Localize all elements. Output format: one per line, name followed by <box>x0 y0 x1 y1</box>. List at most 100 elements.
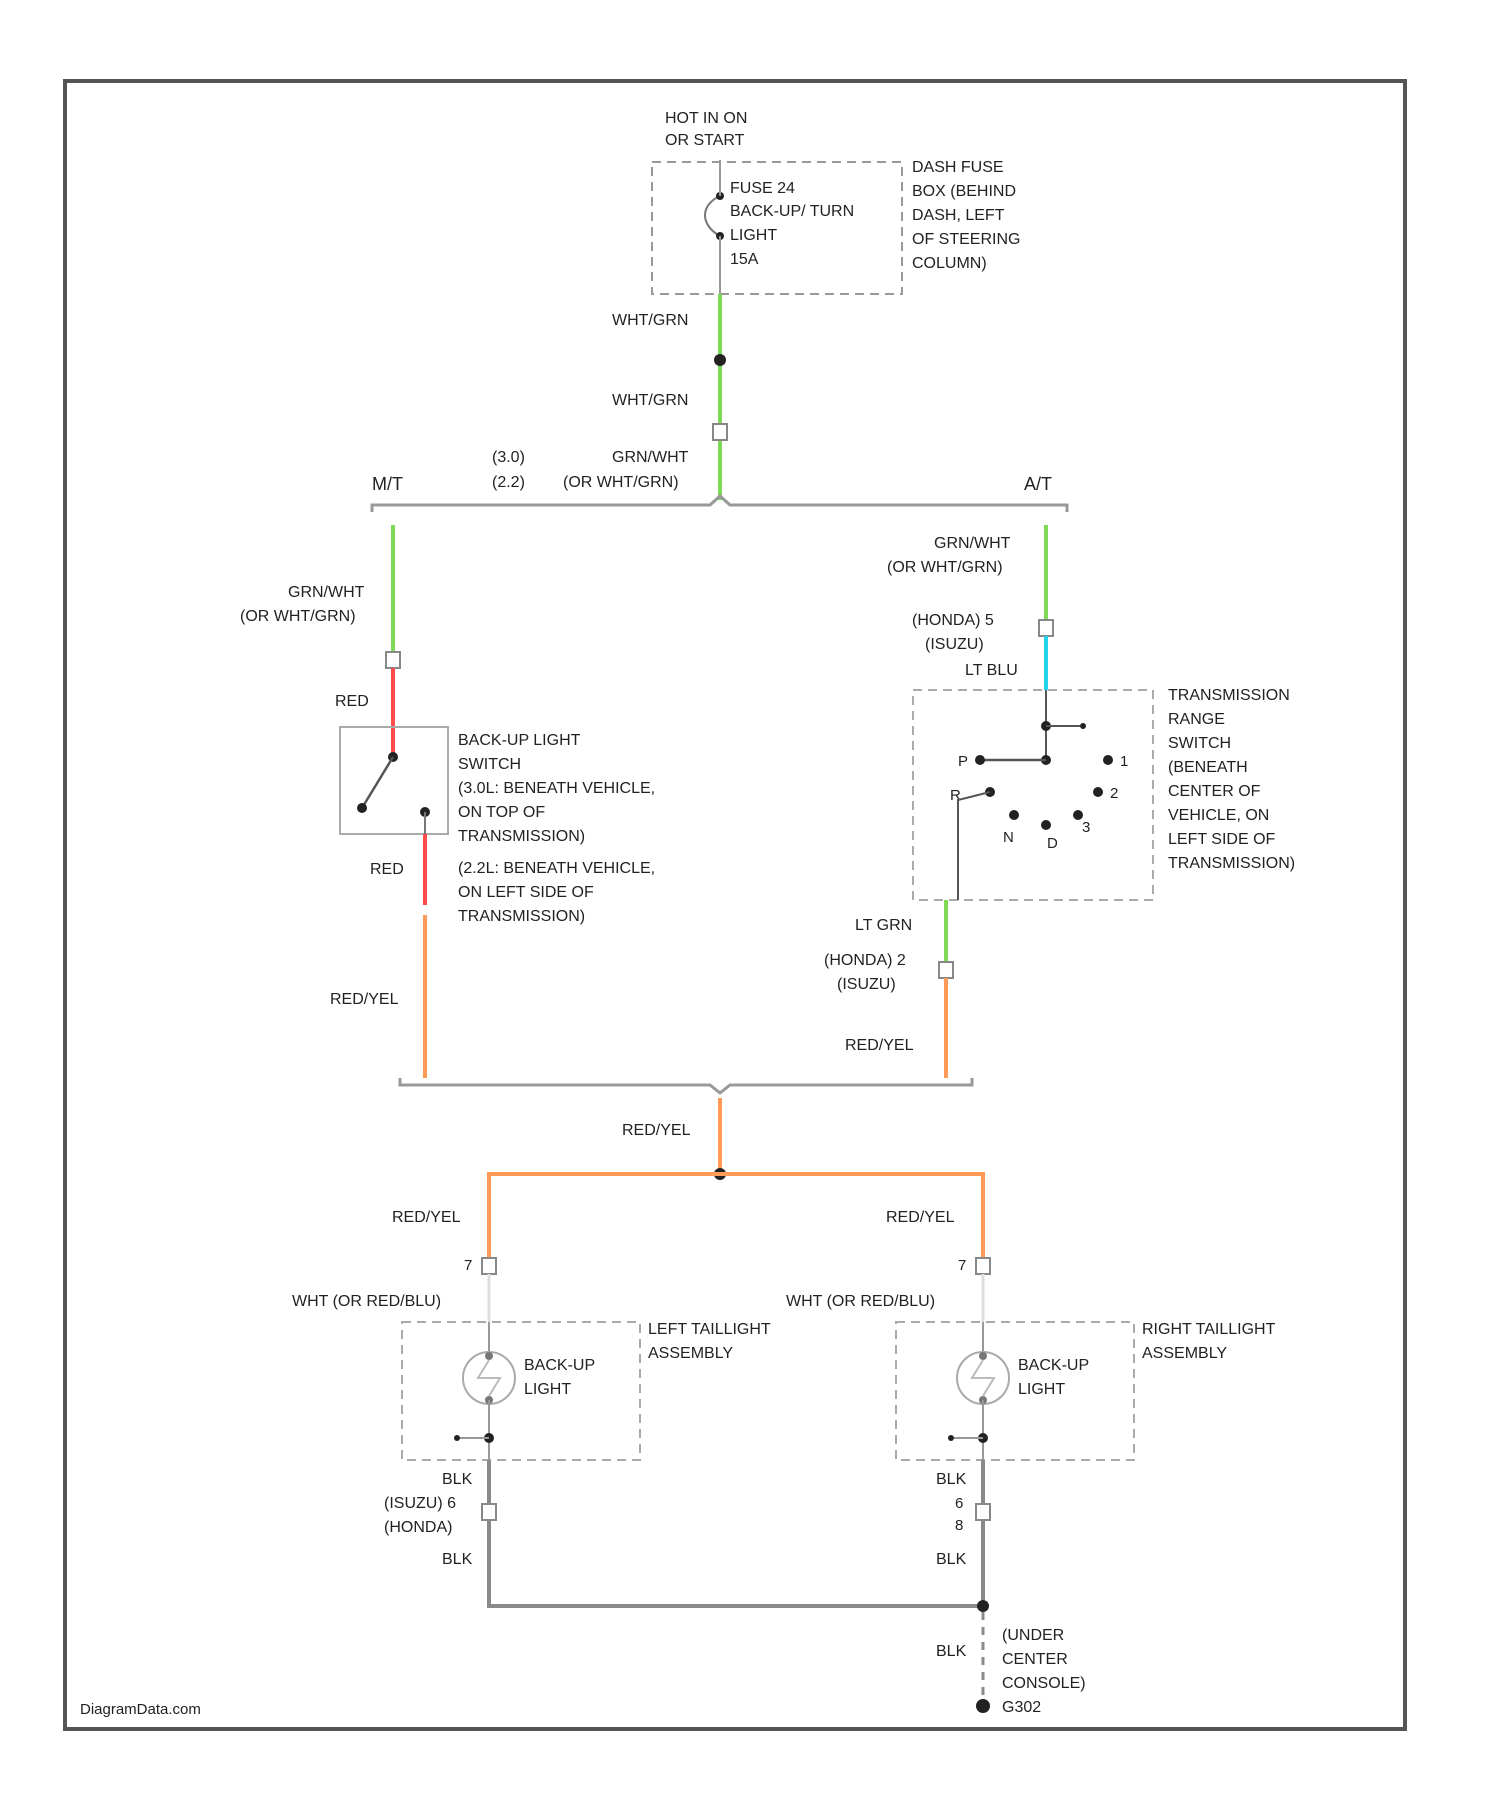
right-connector-label-2: 8 <box>955 1517 963 1534</box>
range-contact-d <box>1041 820 1051 830</box>
fuse-box-location-5: COLUMN) <box>912 255 987 272</box>
right-assembly-label-2: ASSEMBLY <box>1142 1345 1227 1362</box>
ground-label-1: (UNDER <box>1002 1627 1064 1644</box>
diagram-frame <box>65 81 1405 1729</box>
wire-label-grn-wht: GRN/WHT <box>612 449 689 466</box>
right-taillight-assembly <box>896 1322 1134 1460</box>
at-switch-label-7: LEFT SIDE OF <box>1168 831 1276 848</box>
range-pos-d: D <box>1047 835 1058 852</box>
right-bulb-label-2: LIGHT <box>1018 1381 1065 1398</box>
left-bulb-terminal-top <box>485 1352 493 1360</box>
at-wire-label-top-alt: (OR WHT/GRN) <box>887 559 1003 576</box>
left-connector-label-1: (ISUZU) 6 <box>384 1495 456 1512</box>
fuse-label-4: 15A <box>730 251 759 268</box>
left-bulb-label-2: LIGHT <box>524 1381 571 1398</box>
mt-switch-label-4: ON TOP OF <box>458 804 545 821</box>
ground-label-2: CENTER <box>1002 1651 1068 1668</box>
left-blk-label-2: BLK <box>442 1551 473 1568</box>
range-contact-2 <box>1093 787 1103 797</box>
range-pos-3: 3 <box>1082 819 1090 836</box>
at-wire-label-lt-blu: LT BLU <box>965 662 1018 679</box>
mt-wire-label-top: GRN/WHT <box>288 584 365 601</box>
switch-pivot <box>357 803 367 813</box>
left-red-yel-label: RED/YEL <box>392 1209 461 1226</box>
wire-label-wht-grn-1: WHT/GRN <box>612 312 688 329</box>
at-switch-label-4: (BENEATH <box>1168 759 1248 776</box>
at-connector-top-label-1: (HONDA) 5 <box>912 612 994 629</box>
at-switch-label-3: SWITCH <box>1168 735 1231 752</box>
at-wire-label-lt-grn: LT GRN <box>855 917 912 934</box>
mt-switch-label-1: BACK-UP LIGHT <box>458 732 581 749</box>
fuse-box-location-2: BOX (BEHIND <box>912 183 1016 200</box>
mt-wire-label-top-alt: (OR WHT/GRN) <box>240 608 356 625</box>
right-connector-pin <box>976 1258 990 1274</box>
fuse-element <box>705 196 720 236</box>
switch-blade <box>362 757 393 808</box>
branch-brace-bottom <box>400 1078 972 1093</box>
right-bulb-terminal-top <box>979 1352 987 1360</box>
left-connector-label-2: (HONDA) <box>384 1519 452 1536</box>
range-switch-branch-end <box>1080 723 1086 729</box>
range-contact-1 <box>1103 755 1113 765</box>
right-blk-label-1: BLK <box>936 1471 967 1488</box>
ground-label-3: CONSOLE) <box>1002 1675 1086 1692</box>
fuse-box-location-3: DASH, LEFT <box>912 207 1005 224</box>
connector-upper <box>713 424 727 440</box>
range-pos-r: R <box>950 787 961 804</box>
right-assembly-label-1: RIGHT TAILLIGHT <box>1142 1321 1276 1338</box>
at-switch-label-1: TRANSMISSION <box>1168 687 1290 704</box>
right-connector-label-1: 6 <box>955 1495 963 1512</box>
branch-mt-label: M/T <box>372 474 403 494</box>
mt-wire-label-red-1: RED <box>335 693 369 710</box>
left-pin-label: 7 <box>464 1257 472 1274</box>
left-blk-label-1: BLK <box>442 1471 473 1488</box>
range-contact-n <box>1009 810 1019 820</box>
ground-bus <box>489 1600 983 1606</box>
power-label-2: OR START <box>665 132 745 149</box>
at-wire-label-top: GRN/WHT <box>934 535 1011 552</box>
mt-wire-label-red-2: RED <box>370 861 404 878</box>
common-wire-label: RED/YEL <box>622 1122 691 1139</box>
at-switch-label-5: CENTER OF <box>1168 783 1261 800</box>
left-bulb-label-1: BACK-UP <box>524 1357 595 1374</box>
range-pos-1: 1 <box>1120 753 1128 770</box>
at-switch-label-2: RANGE <box>1168 711 1225 728</box>
at-connector-top-label-2: (ISUZU) <box>925 636 984 653</box>
fuse-box-location-4: OF STEERING <box>912 231 1020 248</box>
at-wire-label-bottom: RED/YEL <box>845 1037 914 1054</box>
mt-switch-label-6: (2.2L: BENEATH VEHICLE, <box>458 860 655 877</box>
watermark: DiagramData.com <box>80 1701 201 1718</box>
right-red-yel-label: RED/YEL <box>886 1209 955 1226</box>
range-pos-n: N <box>1003 829 1014 846</box>
left-connector-pin <box>482 1258 496 1274</box>
fuse-label-1: FUSE 24 <box>730 180 795 197</box>
right-bulb-label-1: BACK-UP <box>1018 1357 1089 1374</box>
right-pin-label: 7 <box>958 1257 966 1274</box>
ground-point <box>976 1699 990 1713</box>
mt-switch-label-8: TRANSMISSION) <box>458 908 585 925</box>
left-bulb-filament <box>478 1360 500 1396</box>
mt-wire-label-bottom: RED/YEL <box>330 991 399 1008</box>
fuse-label-3: LIGHT <box>730 227 777 244</box>
wire-label-wht-grn-2: WHT/GRN <box>612 392 688 409</box>
ground-splice <box>977 1600 989 1612</box>
power-label-1: HOT IN ON <box>665 110 747 127</box>
mt-switch-label-7: ON LEFT SIDE OF <box>458 884 594 901</box>
left-ground-connector <box>482 1504 496 1520</box>
fuse-box-location-1: DASH FUSE <box>912 159 1004 176</box>
splice-upper <box>714 354 726 366</box>
wire-variant-a: (3.0) <box>492 449 525 466</box>
at-connector-bottom-label-2: (ISUZU) <box>837 976 896 993</box>
mt-switch-label-2: SWITCH <box>458 756 521 773</box>
left-wht-label: WHT (OR RED/BLU) <box>292 1293 441 1310</box>
ground-label-4: G302 <box>1002 1699 1041 1716</box>
branch-at-label: A/T <box>1024 474 1052 494</box>
left-assembly-label-1: LEFT TAILLIGHT <box>648 1321 771 1338</box>
fuse-label-2: BACK-UP/ TURN <box>730 203 854 220</box>
right-wht-label: WHT (OR RED/BLU) <box>786 1293 935 1310</box>
right-ground-connector <box>976 1504 990 1520</box>
at-connector-bottom-label-1: (HONDA) 2 <box>824 952 906 969</box>
right-ground-branch-end <box>948 1435 954 1441</box>
right-bulb-filament <box>972 1360 994 1396</box>
